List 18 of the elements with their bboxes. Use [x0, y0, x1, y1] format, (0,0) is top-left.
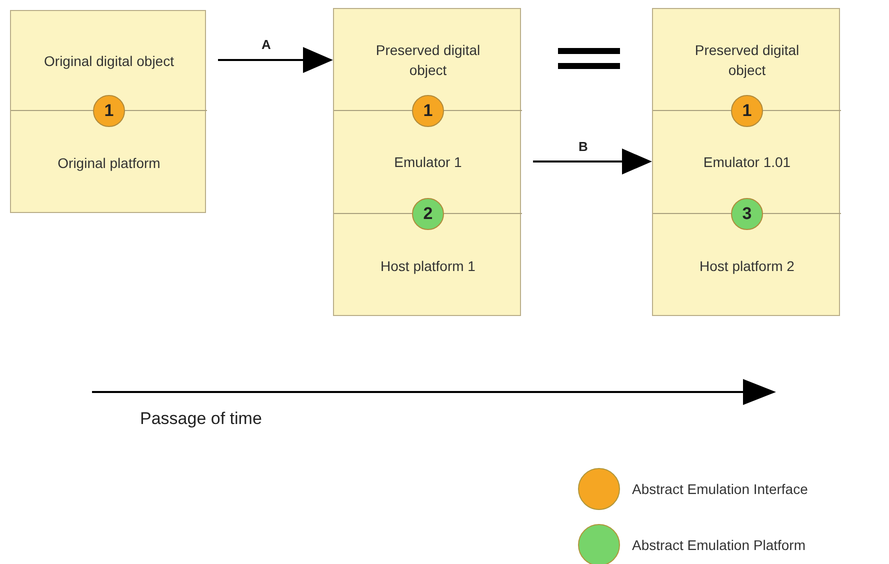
layer-stack: [10, 10, 206, 213]
layer-label: Host platform 2: [700, 256, 794, 276]
legend-label: Abstract Emulation Platform: [632, 536, 806, 554]
time-label: Passage of time: [140, 408, 262, 430]
edge-label: B: [576, 140, 590, 154]
layer-label: Preserved digital object: [694, 40, 800, 80]
layer-label: Host platform 1: [380, 256, 476, 276]
arrow: [533, 148, 652, 174]
layer-stack: [652, 8, 840, 316]
layer-label: Original platform: [58, 154, 160, 172]
layer-label: Original digital object: [44, 52, 174, 70]
legend-label: Abstract Emulation Interface: [632, 480, 808, 498]
layer-label: Preserved digital object: [374, 40, 482, 80]
edge-label: A: [260, 38, 273, 52]
arrow: [218, 47, 333, 73]
layer-label: Emulator 1.01: [703, 153, 791, 172]
layer-stack: [333, 8, 521, 316]
layer-label: Emulator 1: [394, 153, 462, 172]
